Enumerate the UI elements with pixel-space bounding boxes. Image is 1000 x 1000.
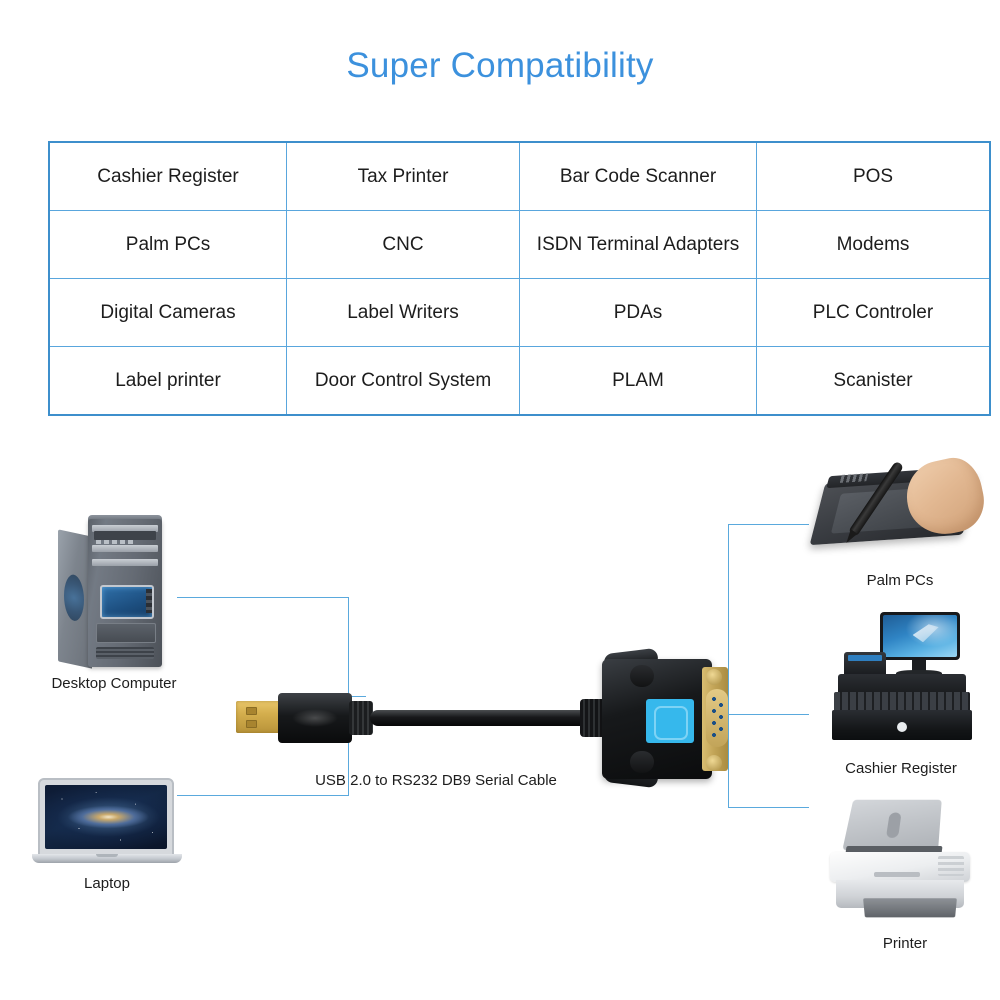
usb-a-plug-housing	[278, 693, 352, 743]
table-cell: ISDN Terminal Adapters	[519, 210, 757, 279]
table-cell: Modems	[756, 210, 991, 279]
tower-front-ports	[94, 531, 156, 544]
table-cell: Bar Code Scanner	[519, 141, 757, 211]
db9-connector-housing	[602, 659, 712, 779]
table-cell: POS	[756, 141, 991, 211]
table-cell: Door Control System	[286, 346, 520, 416]
cable-wire	[370, 710, 588, 726]
laptop-lid	[38, 778, 174, 856]
tower-display-panel	[100, 585, 154, 619]
graphics-tablet-icon	[809, 452, 990, 558]
table-row: Palm PCs CNC ISDN Terminal Adapters Mode…	[48, 210, 991, 279]
cable-caption: USB 2.0 to RS232 DB9 Serial Cable	[315, 772, 557, 789]
table-cell: PLC Controler	[756, 278, 991, 347]
page-title: Super Compatibility	[346, 46, 654, 85]
tower-side-panel	[58, 529, 92, 669]
printer-output-tray	[863, 898, 957, 918]
table-row: Digital Cameras Label Writers PDAs PLC C…	[48, 278, 991, 347]
palm-pcs-label: Palm PCs	[866, 572, 934, 589]
tower-trim-bar	[92, 545, 158, 552]
compatibility-table: Cashier Register Tax Printer Bar Code Sc…	[48, 141, 991, 416]
register-cash-drawer	[832, 710, 972, 740]
desktop-computer-label: Desktop Computer	[51, 675, 177, 692]
left-bracket-top-line	[177, 597, 349, 598]
table-cell: Tax Printer	[286, 141, 520, 211]
usb-strain-relief	[349, 701, 373, 735]
table-cell: Label printer	[48, 346, 287, 416]
laptop-icon	[32, 778, 182, 870]
tower-bottom-grill	[96, 647, 154, 659]
laptop-screen	[45, 785, 167, 849]
laptop-label: Laptop	[84, 875, 130, 892]
register-monitor	[880, 612, 960, 660]
table-cell: Label Writers	[286, 278, 520, 347]
receipt-printer-icon	[844, 652, 886, 678]
db9-screw-nut-top-icon	[706, 669, 722, 685]
usb-to-serial-cable-image	[236, 647, 728, 789]
printer-paper-tray	[842, 799, 942, 851]
register-monitor-stand	[912, 660, 926, 672]
usb-a-plug-contacts-icon	[236, 701, 282, 733]
table-row: Label printer Door Control System PLAM S…	[48, 346, 991, 416]
table-cell: Cashier Register	[48, 141, 287, 211]
db9-screw-nut-bottom-icon	[706, 755, 722, 771]
table-cell: Palm PCs	[48, 210, 287, 279]
db9-blue-badge	[646, 699, 694, 743]
right-branch-palm	[728, 524, 809, 525]
tower-trim-bar	[92, 525, 158, 532]
laptop-notch	[96, 854, 118, 857]
left-bracket-bottom-line	[177, 795, 349, 796]
db9-thumbscrew-boot-top	[630, 665, 654, 687]
cashier-register-label: Cashier Register	[845, 760, 957, 777]
right-branch-register	[709, 714, 809, 715]
pos-register-icon	[826, 612, 976, 742]
register-keyboard	[834, 692, 970, 712]
connection-diagram: Desktop Computer Laptop USB 2.0 to RS232…	[0, 430, 1000, 1000]
printer-control-panel	[938, 856, 964, 876]
laptop-base	[32, 854, 182, 863]
printer-scanner-lid	[830, 852, 970, 882]
left-bracket-stub	[348, 696, 366, 697]
tower-trim-bar	[92, 559, 158, 566]
printer-label: Printer	[882, 935, 928, 952]
table-cell: Digital Cameras	[48, 278, 287, 347]
table-cell: PDAs	[519, 278, 757, 347]
tower-drive-bay	[96, 623, 156, 643]
table-row: Cashier Register Tax Printer Bar Code Sc…	[48, 141, 991, 211]
register-body	[838, 674, 966, 694]
printer-lid-handle	[874, 872, 920, 877]
db9-female-port	[706, 689, 728, 747]
right-branch-printer	[728, 807, 809, 808]
table-cell: PLAM	[519, 346, 757, 416]
desktop-tower-icon	[58, 515, 168, 670]
register-monitor-screen	[883, 615, 957, 657]
right-bracket-vertical	[728, 524, 729, 807]
db9-thumbscrew-boot-bottom	[630, 751, 654, 773]
tower-side-fan-vent	[64, 572, 84, 623]
printer-icon	[818, 798, 988, 928]
table-cell: Scanister	[756, 346, 991, 416]
table-cell: CNC	[286, 210, 520, 279]
